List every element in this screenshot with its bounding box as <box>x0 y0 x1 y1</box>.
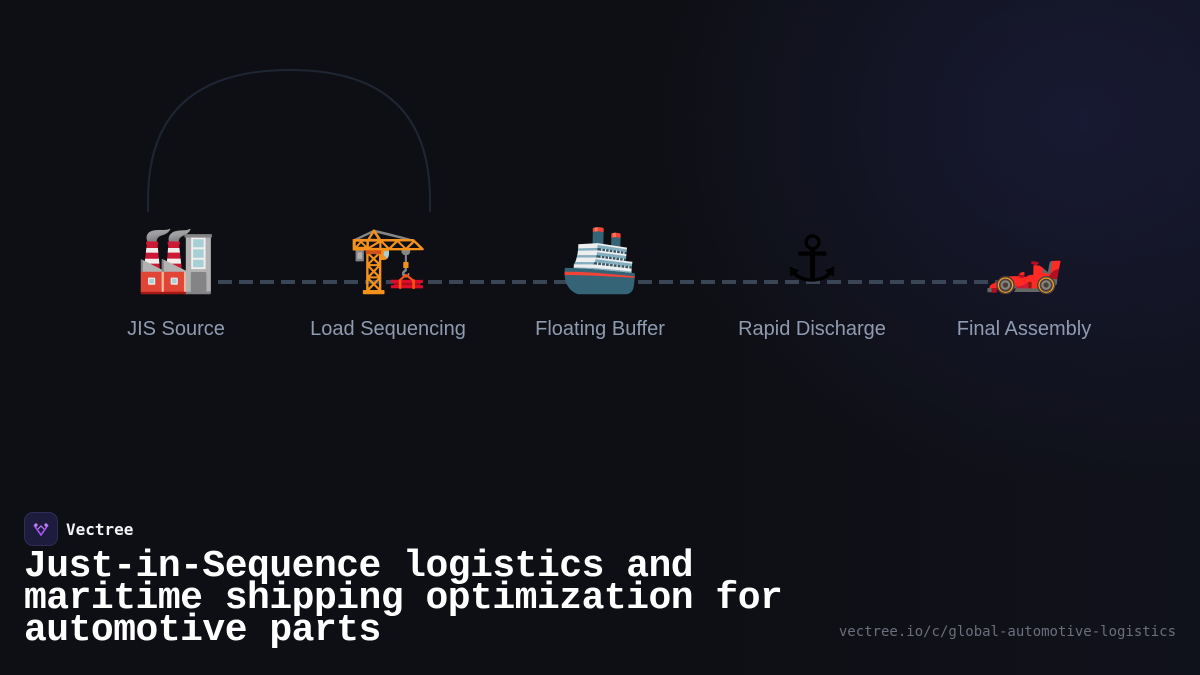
page-title: Just-in-Sequence logistics and maritime … <box>24 545 783 652</box>
ship-icon: 🚢 <box>560 223 640 297</box>
step-label: Rapid Discharge <box>738 318 886 340</box>
source-url[interactable]: vectree.io/c/global-automotive-logistics <box>838 624 1176 640</box>
step-label: Floating Buffer <box>535 318 665 340</box>
step-jis-source: 🏭 JIS Source <box>76 218 276 341</box>
vectree-logo-icon <box>24 512 58 546</box>
step-load-sequencing: 🏗️ Load Sequencing <box>288 218 488 341</box>
brand-name: Vectree <box>66 519 134 539</box>
step-label: Final Assembly <box>956 318 1092 340</box>
step-floating-buffer: 🚢 Floating Buffer <box>500 218 700 341</box>
step-final-assembly: 🏎️ Final Assembly <box>924 218 1124 341</box>
step-rapid-discharge: ⚓ Rapid Discharge <box>712 218 912 341</box>
flow-track <box>218 280 998 284</box>
anchor-icon: ⚓ <box>783 223 841 297</box>
brand[interactable]: Vectree <box>24 512 133 546</box>
construction-crane-icon: 🏗️ <box>348 223 428 297</box>
step-label: Load Sequencing <box>310 318 466 340</box>
step-label: JIS Source <box>127 318 225 340</box>
race-car-icon: 🏎️ <box>984 223 1064 297</box>
factory-icon: 🏭 <box>136 223 216 297</box>
